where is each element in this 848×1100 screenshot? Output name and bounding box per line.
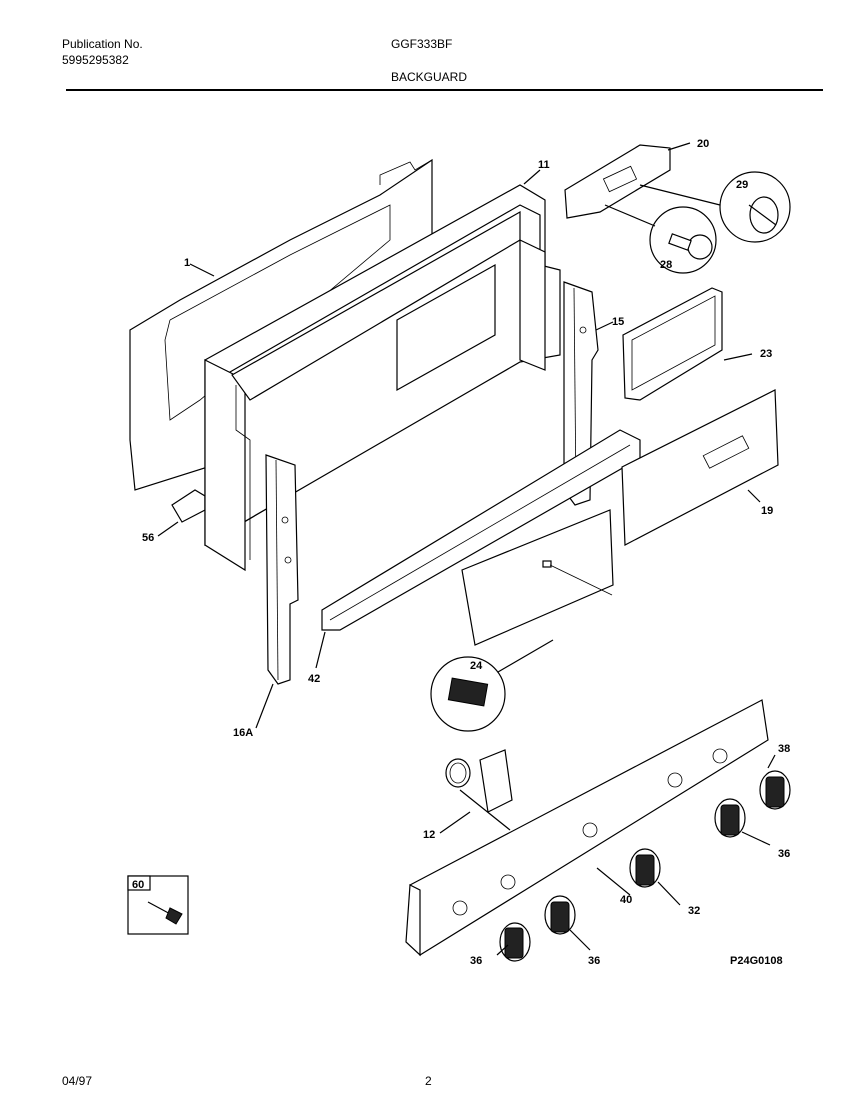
part-19-control-panel (621, 389, 779, 546)
publication-number: 5995295382 (62, 53, 129, 67)
part-23-bezel (622, 287, 753, 401)
header-rule (66, 89, 823, 91)
part-40-manifold-panel (405, 699, 769, 957)
burner-knobs (496, 754, 791, 962)
label-36-right: 36 (778, 848, 790, 860)
part-12-thermostat (439, 749, 513, 834)
publication-label: Publication No. (62, 37, 143, 51)
part-16A-left-rail (255, 454, 299, 729)
label-1: 1 (184, 257, 190, 269)
label-36-left: 36 (470, 955, 482, 967)
label-32: 32 (688, 905, 700, 917)
knob-36-b (544, 895, 576, 935)
label-36-mid: 36 (588, 955, 600, 967)
label-16A: 16A (233, 727, 253, 739)
label-56: 56 (142, 532, 154, 544)
part-24-callout (430, 639, 554, 732)
part-20-clock-module (564, 142, 691, 219)
page-number: 2 (425, 1074, 432, 1088)
label-40: 40 (620, 894, 632, 906)
label-20: 20 (697, 138, 709, 150)
part-28-callout (604, 204, 717, 274)
label-38: 38 (778, 743, 790, 755)
figure-code: P24G0108 (730, 955, 783, 967)
knob-38 (759, 770, 791, 810)
knob-36-c (714, 798, 746, 838)
label-12: 12 (423, 829, 435, 841)
part-56-bracket (157, 489, 206, 537)
section-title: BACKGUARD (391, 70, 468, 84)
label-28: 28 (660, 259, 672, 271)
model-number: GGF333BF (391, 37, 453, 51)
label-24: 24 (470, 660, 483, 672)
label-60: 60 (132, 879, 144, 891)
label-23: 23 (760, 348, 772, 360)
knob-36-a (499, 922, 531, 962)
part-11-frame (204, 169, 561, 572)
lower-shield-panel (461, 509, 614, 646)
label-19: 19 (761, 505, 773, 517)
label-29: 29 (736, 179, 748, 191)
knob-32 (629, 848, 661, 888)
label-15: 15 (612, 316, 624, 328)
part-60-inset (127, 875, 189, 935)
footer-date: 04/97 (62, 1074, 93, 1088)
part-labels: 1 11 20 29 28 15 23 56 19 42 16A 24 12 3… (132, 138, 790, 967)
label-42: 42 (308, 673, 320, 685)
label-11: 11 (538, 159, 550, 171)
part-29-callout (639, 171, 791, 243)
